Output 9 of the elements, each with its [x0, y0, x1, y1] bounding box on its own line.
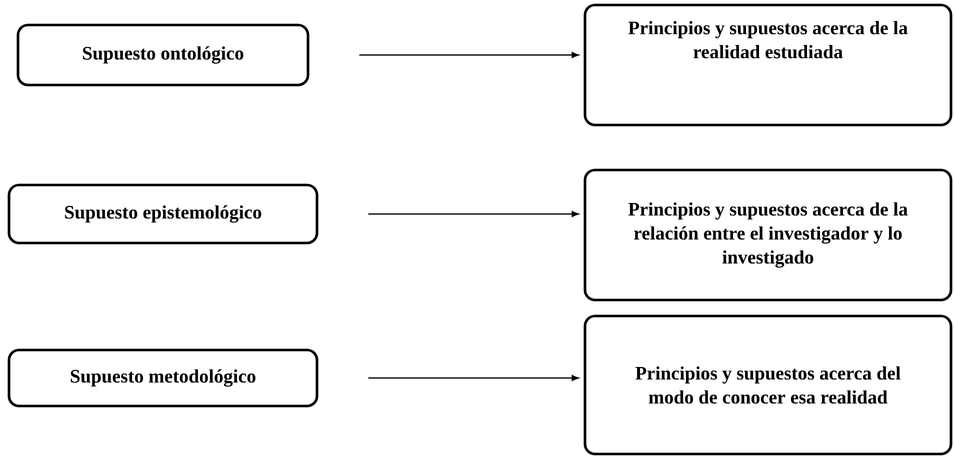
rounded-box: Principios y supuestos acerca del modo de conocer esa realidad: [584, 314, 952, 456]
rounded-box: Supuesto ontológico: [16, 24, 310, 86]
rounded-box: Principios y supuestos acerca de la relación entre el investigador y lo investigado: [584, 168, 952, 302]
rounded-box: Supuesto epistemológico: [8, 184, 318, 244]
rounded-box: Principios y supuestos acerca de la realidad estudiada: [584, 4, 952, 126]
arrow: [368, 375, 579, 381]
arrow: [368, 211, 579, 217]
rounded-box: Supuesto metodológico: [8, 348, 318, 408]
arrow: [359, 52, 579, 58]
